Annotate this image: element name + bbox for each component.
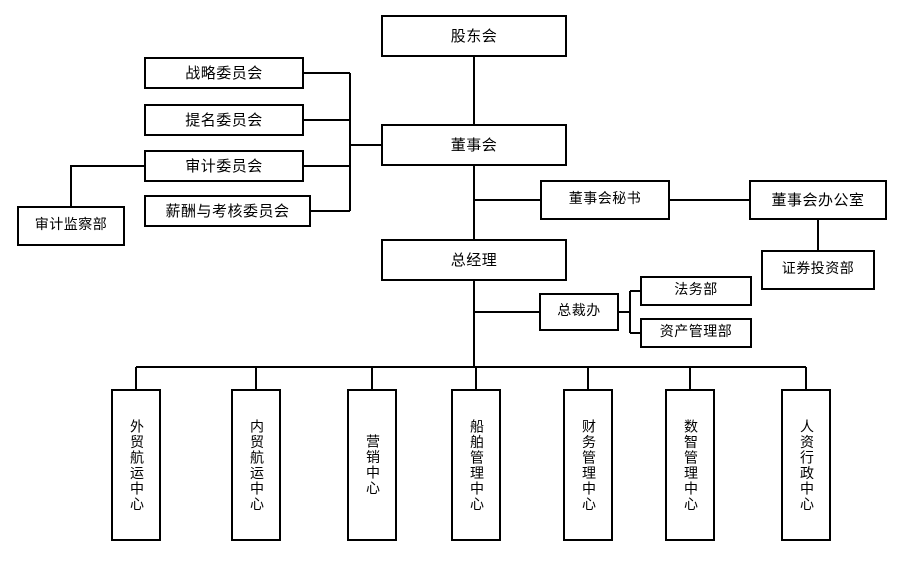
node-box-legal-dept[interactable] <box>640 276 752 306</box>
node-box-board-office[interactable] <box>749 180 887 220</box>
node-box-domestic-trade-shipping-center[interactable] <box>231 389 281 541</box>
node-box-layer <box>17 15 887 541</box>
node-box-shareholders-meeting[interactable] <box>381 15 567 57</box>
node-box-strategy-committee[interactable] <box>144 57 304 89</box>
node-box-marketing-center[interactable] <box>347 389 397 541</box>
node-box-human-resources-admin-center[interactable] <box>781 389 831 541</box>
node-box-audit-committee[interactable] <box>144 150 304 182</box>
node-box-audit-supervision-dept[interactable] <box>17 206 125 246</box>
connector-layer <box>70 56 819 390</box>
node-box-nomination-committee[interactable] <box>144 104 304 136</box>
node-box-remuneration-committee[interactable] <box>144 195 311 227</box>
node-box-general-manager[interactable] <box>381 239 567 281</box>
node-box-president-office[interactable] <box>539 293 619 331</box>
node-box-board-secretary[interactable] <box>540 180 670 220</box>
node-box-finance-management-center[interactable] <box>563 389 613 541</box>
node-box-securities-investment-dept[interactable] <box>761 250 875 290</box>
node-box-digital-intelligence-center[interactable] <box>665 389 715 541</box>
audit-committee-to-audit-dept <box>70 165 145 207</box>
node-box-asset-management-dept[interactable] <box>640 318 752 348</box>
node-box-board-of-directors[interactable] <box>381 124 567 166</box>
node-box-foreign-trade-shipping-center[interactable] <box>111 389 161 541</box>
node-box-ship-management-center[interactable] <box>451 389 501 541</box>
